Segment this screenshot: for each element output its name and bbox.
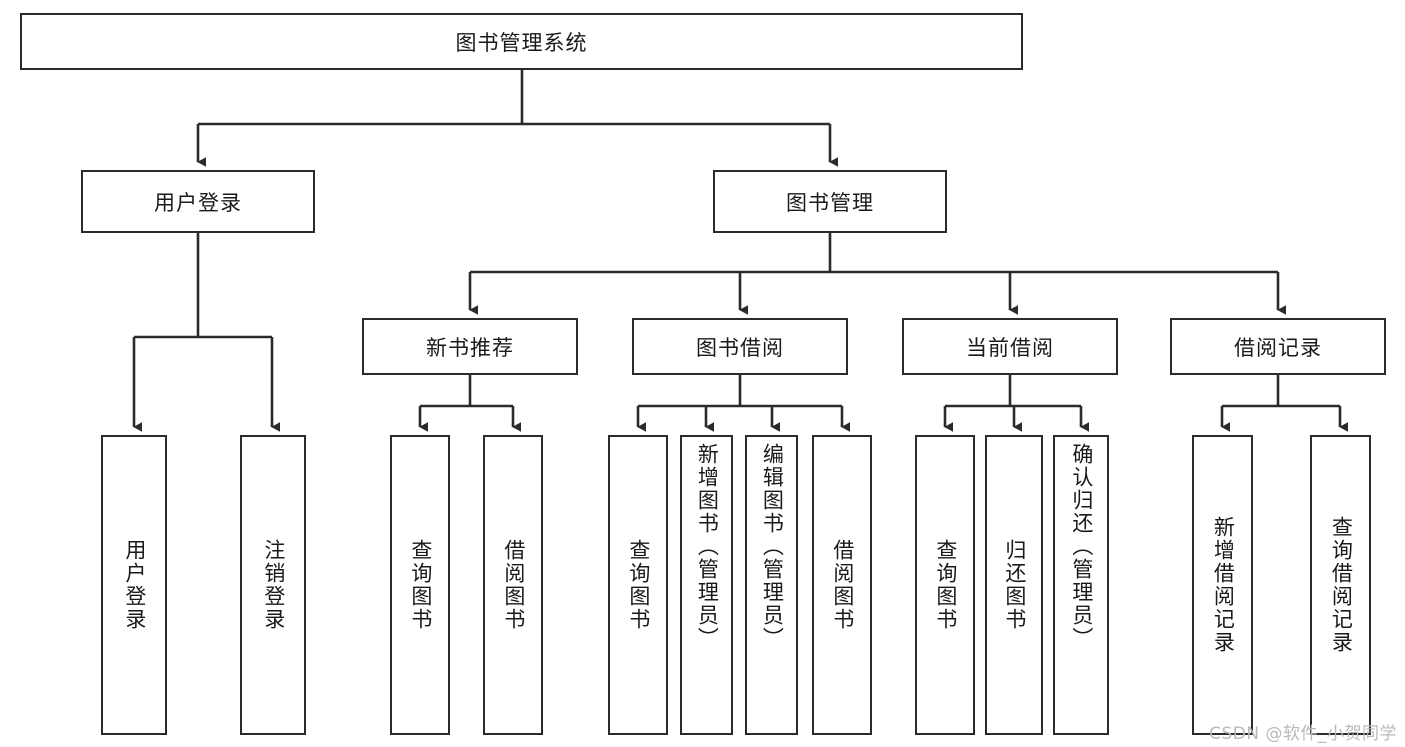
node-user-login[interactable]: 用户登录 (81, 170, 315, 233)
leaf-inner: 借阅图书 (485, 437, 541, 733)
node-label: 编辑图书（管理员） (760, 443, 785, 650)
node-label: 归还图书 (1002, 539, 1027, 631)
leaf-user-login[interactable]: 用户登录 (101, 435, 167, 735)
node-label: 图书管理系统 (455, 30, 588, 55)
leaf-inner: 借阅图书 (814, 437, 870, 733)
leaf-inner: 用户登录 (103, 437, 165, 733)
leaf-query-borrow-record[interactable]: 查询借阅记录 (1310, 435, 1371, 735)
leaf-add-book-admin[interactable]: 新增图书（管理员） (680, 435, 733, 735)
node-label: 借阅图书 (830, 539, 855, 631)
leaf-return-book[interactable]: 归还图书 (985, 435, 1043, 735)
node-label: 新增图书（管理员） (695, 443, 720, 650)
node-label: 借阅记录 (1234, 335, 1322, 360)
leaf-query-book-current[interactable]: 查询图书 (915, 435, 975, 735)
leaf-inner: 新增图书（管理员） (682, 437, 731, 739)
leaf-query-book-recommend[interactable]: 查询图书 (390, 435, 450, 735)
node-new-book-recommend[interactable]: 新书推荐 (362, 318, 578, 375)
node-current-borrow[interactable]: 当前借阅 (902, 318, 1118, 375)
node-label: 图书借阅 (696, 335, 784, 360)
node-label: 查询图书 (626, 539, 651, 631)
node-root-book-management-system[interactable]: 图书管理系统 (20, 13, 1023, 70)
leaf-inner: 新增借阅记录 (1194, 437, 1251, 733)
leaf-inner: 编辑图书（管理员） (747, 437, 796, 739)
leaf-inner: 查询图书 (917, 437, 973, 733)
leaf-query-book-borrow[interactable]: 查询图书 (608, 435, 668, 735)
node-label: 新增借阅记录 (1211, 516, 1236, 654)
node-label: 查询借阅记录 (1329, 516, 1354, 654)
leaf-inner: 查询借阅记录 (1312, 437, 1369, 733)
node-label: 用户登录 (154, 190, 242, 215)
node-borrow-record[interactable]: 借阅记录 (1170, 318, 1386, 375)
leaf-confirm-return-admin[interactable]: 确认归还（管理员） (1053, 435, 1109, 735)
leaf-borrow-book[interactable]: 借阅图书 (812, 435, 872, 735)
node-label: 当前借阅 (966, 335, 1054, 360)
node-book-management[interactable]: 图书管理 (713, 170, 947, 233)
leaf-inner: 归还图书 (987, 437, 1041, 733)
leaf-edit-book-admin[interactable]: 编辑图书（管理员） (745, 435, 798, 735)
node-label: 查询图书 (933, 539, 958, 631)
node-label: 新书推荐 (426, 335, 514, 360)
node-label: 查询图书 (408, 539, 433, 631)
node-label: 图书管理 (786, 190, 874, 215)
leaf-inner: 查询图书 (610, 437, 666, 733)
leaf-add-borrow-record[interactable]: 新增借阅记录 (1192, 435, 1253, 735)
node-label: 确认归还（管理员） (1069, 443, 1094, 650)
node-label: 用户登录 (122, 539, 147, 631)
leaf-inner: 查询图书 (392, 437, 448, 733)
leaf-user-logout[interactable]: 注销登录 (240, 435, 306, 735)
node-book-borrow[interactable]: 图书借阅 (632, 318, 848, 375)
leaf-inner: 确认归还（管理员） (1055, 437, 1107, 739)
node-label: 注销登录 (261, 539, 286, 631)
leaf-inner: 注销登录 (242, 437, 304, 733)
node-label: 借阅图书 (501, 539, 526, 631)
leaf-borrow-book-recommend[interactable]: 借阅图书 (483, 435, 543, 735)
csdn-watermark: CSDN @软件_小贺同学 (1209, 724, 1397, 744)
